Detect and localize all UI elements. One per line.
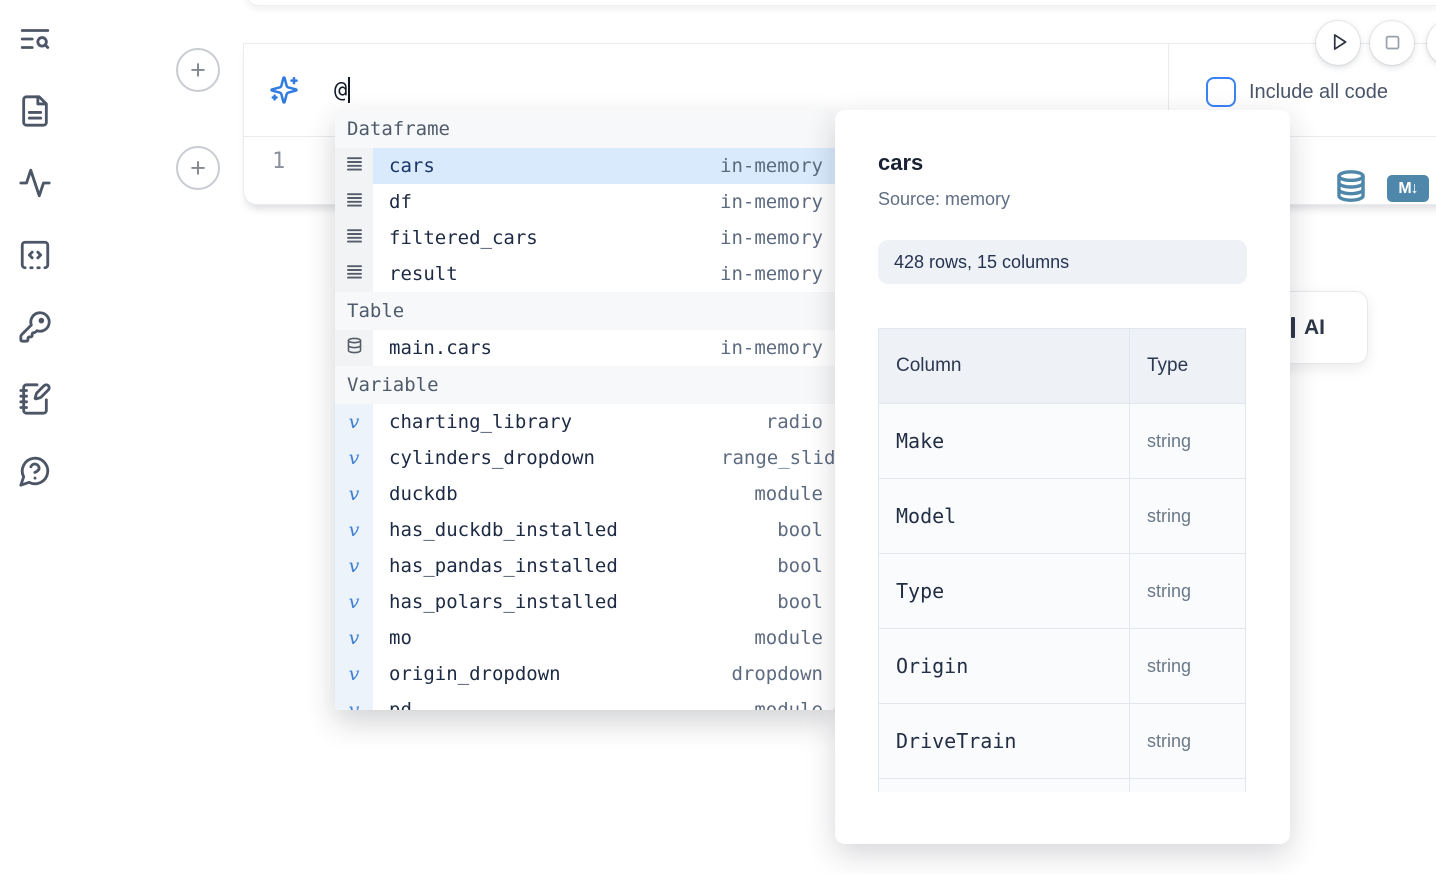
include-all-code-row: Include all code	[1169, 44, 1436, 136]
include-all-code-checkbox[interactable]	[1206, 77, 1236, 107]
variable-icon: v	[348, 663, 360, 685]
text-search-icon	[18, 29, 52, 59]
variable-icon: v	[348, 483, 360, 505]
table-row: Type string	[878, 553, 1246, 629]
autocomplete-item-mo[interactable]: v mo module	[335, 620, 835, 656]
table-row-clipped	[878, 778, 1246, 792]
stop-icon	[1379, 29, 1405, 58]
autocomplete-section-table: Table	[335, 292, 835, 330]
preview-shape-badge: 428 rows, 15 columns	[878, 240, 1247, 284]
table-header-row: Column Type	[878, 328, 1246, 404]
table-row: DriveTrain string	[878, 703, 1246, 779]
markdown-icon[interactable]: M↓	[1387, 175, 1429, 202]
database-icon	[346, 337, 363, 359]
dataframe-icon	[346, 155, 363, 177]
dataframe-preview-panel: cars Source: memory 428 rows, 15 columns…	[835, 110, 1290, 844]
sidebar-item-help[interactable]	[18, 454, 52, 488]
preview-source: Source: memory	[878, 189, 1011, 209]
code-editor[interactable]: 1	[244, 137, 1436, 203]
key-icon	[18, 311, 52, 347]
run-cell-button[interactable]	[1316, 21, 1360, 65]
autocomplete-item-has-pandas-installed[interactable]: v has_pandas_installed bool	[335, 548, 835, 584]
sidebar-item-secrets[interactable]	[18, 310, 52, 344]
variable-icon: v	[348, 591, 360, 613]
dataframe-icon	[346, 263, 363, 285]
table-row: Make string	[878, 403, 1246, 479]
activity-icon	[18, 168, 52, 203]
help-chat-icon	[18, 456, 52, 491]
sidebar-item-scratchpad[interactable]	[18, 382, 52, 416]
variable-icon: v	[348, 555, 360, 577]
text-cursor	[348, 77, 351, 103]
autocomplete-item-charting-library[interactable]: v charting_library radio	[335, 404, 835, 440]
variable-icon: v	[348, 411, 360, 433]
autocomplete-item-has-duckdb-installed[interactable]: v has_duckdb_installed bool	[335, 512, 835, 548]
variable-icon: v	[348, 699, 360, 710]
table-row: Origin string	[878, 628, 1246, 704]
line-number: 1	[272, 149, 286, 174]
autocomplete-item-main-cars[interactable]: main.cars in-memory	[335, 330, 835, 366]
autocomplete-item-origin-dropdown[interactable]: v origin_dropdown dropdown	[335, 656, 835, 692]
notebook-pen-icon	[18, 383, 52, 419]
autocomplete-section-dataframe: Dataframe	[335, 110, 835, 148]
add-cell-above-button[interactable]: +	[176, 48, 220, 92]
file-document-icon	[18, 95, 52, 131]
code-snippets-icon	[18, 240, 52, 275]
ai-prompt-input[interactable]: @	[244, 44, 1169, 136]
database-icon[interactable]	[1334, 169, 1368, 208]
extra-control-button[interactable]	[1427, 21, 1436, 65]
autocomplete-item-duckdb[interactable]: v duckdb module	[335, 476, 835, 512]
left-sidebar	[18, 22, 52, 488]
dataframe-icon	[346, 227, 363, 249]
type-header: Type	[1129, 328, 1246, 404]
ai-card-label: AI	[1304, 315, 1325, 339]
autocomplete-item-result[interactable]: result in-memory	[335, 256, 835, 292]
table-row: Model string	[878, 478, 1246, 554]
variable-icon: v	[348, 627, 360, 649]
autocomplete-item-cylinders-dropdown[interactable]: v cylinders_dropdown range_slider	[335, 440, 835, 476]
sidebar-item-tracing[interactable]	[18, 166, 52, 200]
autocomplete-item-filtered-cars[interactable]: filtered_cars in-memory	[335, 220, 835, 256]
at-mention-autocomplete: Dataframe cars in-memory df in-memory fi…	[335, 110, 835, 710]
sidebar-item-files[interactable]	[18, 94, 52, 128]
stop-cell-button[interactable]	[1370, 21, 1414, 65]
autocomplete-item-has-polars-installed[interactable]: v has_polars_installed bool	[335, 584, 835, 620]
autocomplete-item-cars[interactable]: cars in-memory	[335, 148, 835, 184]
ai-prompt-value: @	[334, 77, 348, 103]
variable-icon: v	[348, 519, 360, 541]
autocomplete-item-df[interactable]: df in-memory	[335, 184, 835, 220]
variable-icon: v	[348, 447, 360, 469]
previous-cell-edge	[245, 0, 1436, 6]
preview-title: cars	[878, 150, 924, 175]
sidebar-item-snippets[interactable]	[18, 238, 52, 272]
add-cell-below-button[interactable]: +	[176, 146, 220, 190]
autocomplete-section-variable: Variable	[335, 366, 835, 404]
sidebar-item-search[interactable]	[18, 22, 52, 56]
sparkles-icon	[269, 75, 299, 105]
preview-schema-table: Column Type Make string Model string Typ…	[878, 328, 1247, 792]
play-icon	[1325, 29, 1351, 58]
cell-type-controls: M↓	[1334, 169, 1429, 208]
column-header: Column	[878, 328, 1130, 404]
clipped-letter	[1291, 317, 1295, 338]
dataframe-icon	[346, 191, 363, 213]
autocomplete-item-pd[interactable]: v pd module	[335, 692, 835, 710]
include-all-code-label: Include all code	[1249, 81, 1388, 103]
